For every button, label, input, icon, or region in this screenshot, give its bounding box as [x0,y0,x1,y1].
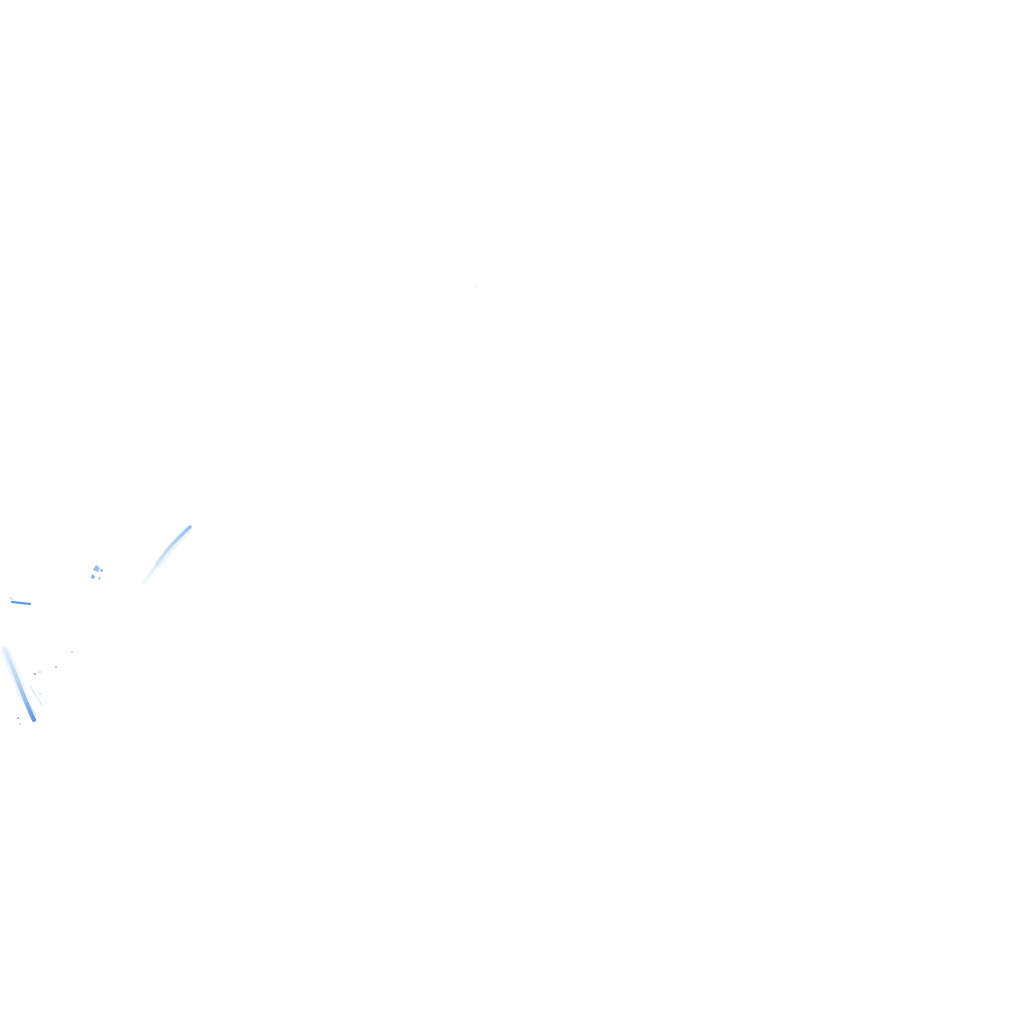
diagonal-streak-upper [142,525,192,585]
fleck-cluster [91,565,103,580]
scatter-specks [17,651,73,725]
faint-dots [379,285,478,313]
tiny-tick [9,596,13,601]
diagonal-streak-upper-glow [154,525,192,568]
diagonal-streak-lower [1,645,37,723]
horizontal-streak-left [10,600,32,606]
diagonal-streak-lower-glow [1,647,29,703]
